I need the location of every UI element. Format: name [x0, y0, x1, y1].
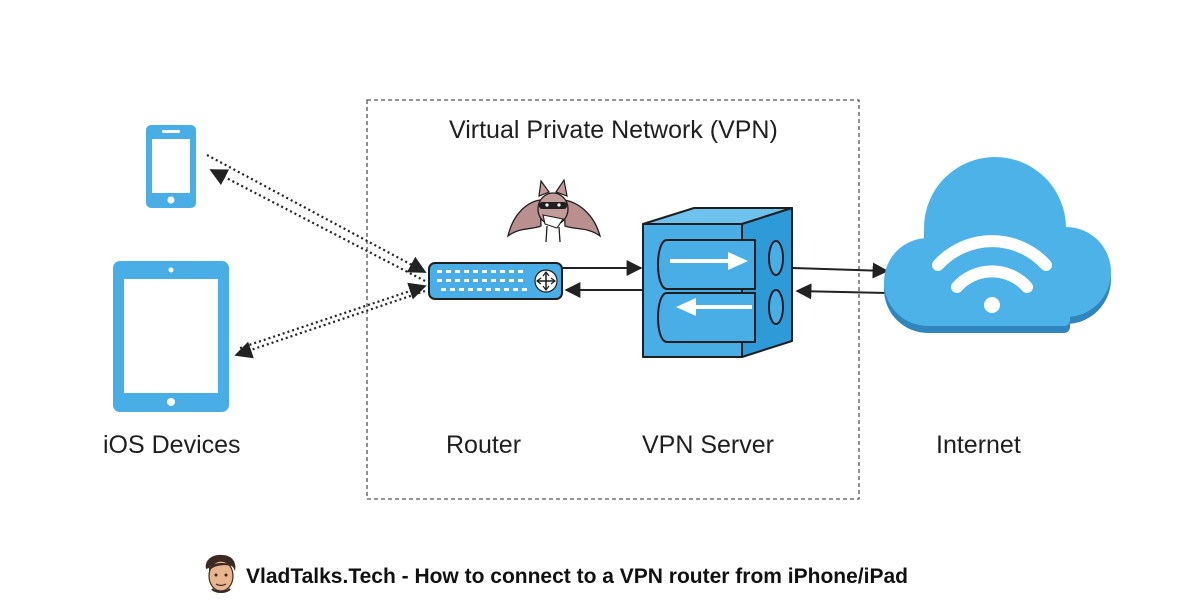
router-icon	[428, 262, 563, 300]
router-label: Router	[446, 431, 522, 459]
vpn-boundary	[366, 99, 860, 500]
footer-caption: VladTalks.Tech - How to connect to a VPN…	[246, 565, 908, 588]
router-to-tablet-link	[234, 289, 426, 359]
server-to-internet-link	[792, 262, 889, 279]
cloud-wifi-icon	[884, 157, 1111, 333]
server-flow-arrows	[670, 252, 752, 316]
internet-to-server-link	[795, 283, 888, 300]
bat-icon	[506, 178, 602, 243]
avatar-icon	[205, 554, 236, 593]
tablet-to-router-link	[239, 282, 427, 350]
ios-devices-label: iOS Devices	[103, 431, 241, 459]
internet-label: Internet	[936, 431, 1021, 459]
vpn-box-title: Virtual Private Network (VPN)	[449, 116, 778, 144]
phone-to-router-link	[206, 154, 427, 273]
footer: VladTalks.Tech - How to connect to a VPN…	[200, 552, 908, 602]
router-to-phone-link	[209, 169, 426, 282]
vpn-server-icon	[642, 207, 793, 358]
vpn-server-label: VPN Server	[642, 431, 774, 459]
wireless-links	[206, 154, 427, 359]
phone-icon	[146, 125, 196, 208]
tablet-icon	[113, 261, 229, 412]
